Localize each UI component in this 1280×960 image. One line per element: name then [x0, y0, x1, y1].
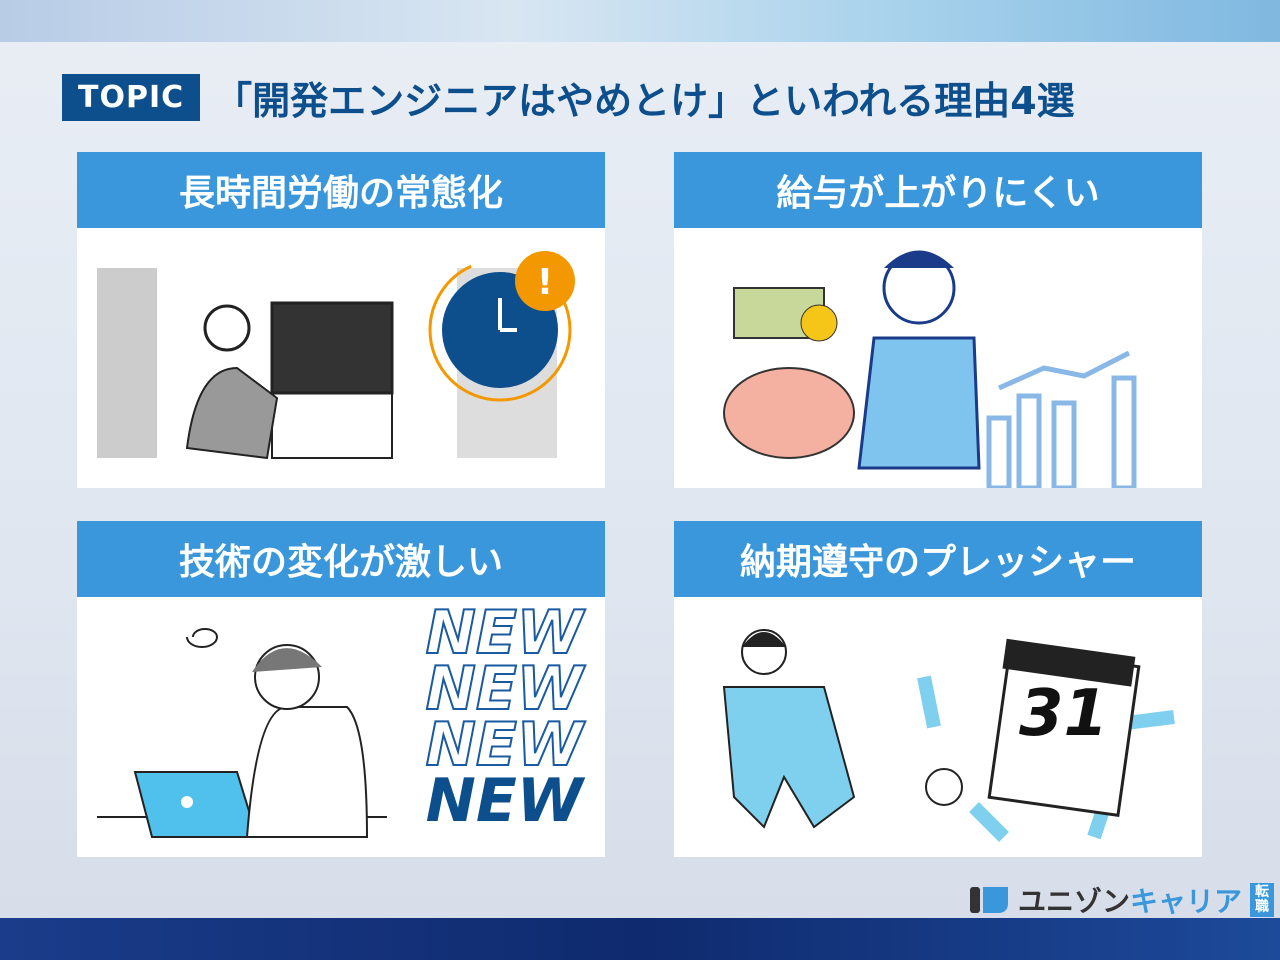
logo-badge: 転職	[1250, 883, 1275, 917]
svg-text:!: !	[537, 262, 553, 303]
card-title: 技術の変化が激しい	[77, 521, 605, 597]
overwork-illustration: !	[77, 228, 605, 488]
logo-text-1: ユニゾン	[1018, 885, 1131, 918]
logo-text-2: キャリア	[1130, 885, 1243, 918]
deadline-illustration: 31	[674, 597, 1202, 857]
top-band	[0, 0, 1280, 42]
card-tech-change: 技術の変化が激しい NEW NEW NEW NEW	[77, 521, 605, 857]
brand-logo: ユニゾンキャリア 転職	[970, 880, 1275, 920]
topic-badge: TOPIC	[62, 74, 201, 121]
calendar-day: 31	[1019, 677, 1109, 751]
tech-change-illustration: NEW NEW NEW NEW	[77, 597, 605, 857]
salary-illustration	[674, 228, 1202, 499]
card-long-hours: 長時間労働の常態化 !	[77, 152, 605, 488]
card-deadline: 納期遵守のプレッシャー 31	[674, 521, 1202, 857]
card-salary: 給与が上がりにくい	[674, 152, 1202, 499]
page-title: 「開発エンジニアはやめとけ」といわれる理由4選	[214, 79, 1075, 123]
bottom-band	[0, 918, 1280, 960]
new-word-outline: NEW	[425, 654, 584, 724]
new-word-outline: NEW	[425, 598, 584, 668]
card-title: 納期遵守のプレッシャー	[674, 521, 1202, 597]
logo-mark-icon	[970, 887, 1008, 913]
new-word-outline: NEW	[425, 710, 584, 780]
new-word-solid: NEW	[425, 766, 583, 836]
title-row: TOPIC 「開発エンジニアはやめとけ」といわれる理由4選	[62, 70, 1075, 125]
card-title: 給与が上がりにくい	[674, 152, 1202, 228]
card-title: 長時間労働の常態化	[77, 152, 605, 228]
